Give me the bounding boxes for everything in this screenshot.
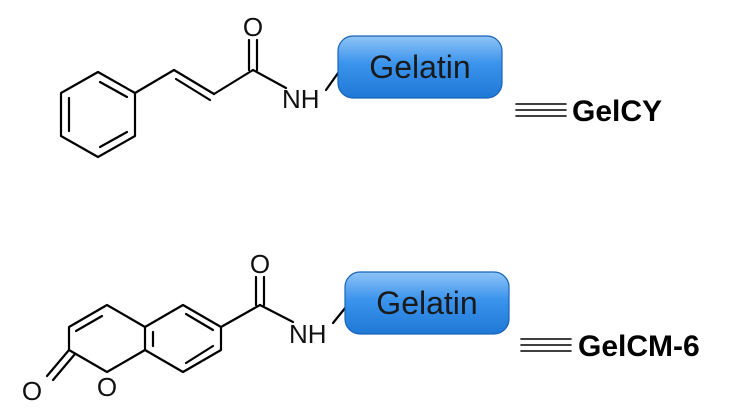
molecule-gelcm6: O O O NH Gelatin GelCM-6	[22, 249, 700, 406]
benzene-ring	[59, 70, 137, 159]
amide-c-n-bond	[251, 68, 288, 90]
molecule-gelcy: O NH Gelatin GelCY	[59, 12, 662, 159]
lactone-carbonyl-right	[51, 352, 77, 382]
coumarin-benzene-ring	[143, 303, 223, 374]
gelatin-pill-shape-2	[344, 271, 510, 335]
benzene-ring-outline	[59, 70, 137, 159]
benzene-inner-bond-1	[98, 80, 129, 99]
vinyl-double-bond-inner	[174, 77, 212, 102]
carbonyl-oxygen-label: O	[243, 12, 263, 42]
gelatin-label: Gelatin	[369, 49, 470, 85]
gelatin-pill-2: Gelatin	[344, 271, 510, 335]
amide2-c-n-bond	[258, 303, 295, 324]
benzene2-inner-bond-3	[184, 344, 215, 365]
compound-name-gelcy: GelCY	[572, 95, 662, 128]
benzene2-inner-bond-2	[184, 312, 215, 332]
vinyl-double-bond	[172, 68, 216, 96]
benzene-ring-outline-2	[143, 303, 223, 374]
lactone-ring-outline	[67, 303, 147, 374]
amide-nitrogen-label: NH	[282, 84, 320, 114]
carbonyl2-oxygen-label: O	[250, 249, 270, 279]
gelatin-pill-shape	[337, 35, 503, 99]
amide2-nitrogen-label: NH	[289, 319, 327, 349]
vinyl-bond-1	[133, 68, 176, 95]
benzene-inner-bond-2	[98, 130, 129, 149]
equivalence-sign-2	[520, 338, 572, 352]
carbonyl-carbon-bond	[212, 68, 255, 96]
ring-oxygen-label: O	[97, 372, 117, 402]
compound-name-gelcm6: GelCM-6	[578, 330, 700, 363]
gelatin-label-2: Gelatin	[376, 285, 477, 321]
aryl-carbonyl-bond	[219, 303, 262, 329]
coumarin-lactone-ring: O O	[22, 303, 147, 406]
equivalence-sign	[515, 103, 567, 117]
lactone-carbonyl-oxygen-label: O	[22, 376, 42, 406]
lactone-inner-double-bond	[74, 314, 104, 333]
gelatin-pill: Gelatin	[337, 35, 503, 99]
lactone-carbonyl-left	[45, 348, 71, 378]
